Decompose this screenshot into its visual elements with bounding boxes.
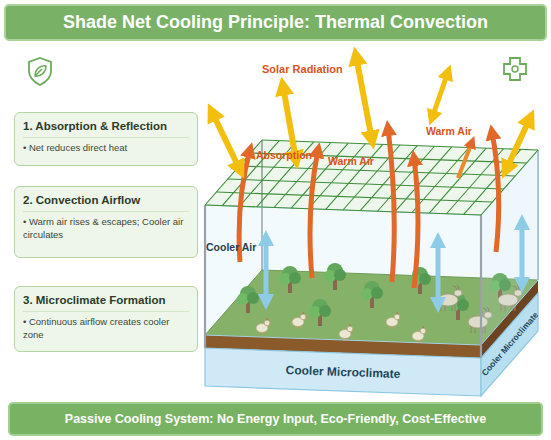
title-text: Shade Net Cooling Principle: Thermal Con… [63, 12, 488, 33]
support-post [204, 205, 206, 348]
caption-banner: Passive Cooling System: No Energy Input,… [8, 402, 543, 436]
warm-air-arrow [492, 132, 499, 252]
solar-ray-arrow [506, 118, 530, 170]
solar-ray-arrow [212, 112, 240, 170]
support-post [480, 215, 482, 358]
plus-icon-center [512, 66, 518, 72]
warm-air-arrow [414, 158, 418, 288]
warm-air-arrow [310, 150, 318, 278]
plus-icon [504, 58, 526, 80]
box-body: • Warm air rises & escapes; Cooler air c… [23, 216, 189, 241]
warm-air-arrow [458, 142, 472, 178]
box-heading: 3. Microclimate Formation [23, 293, 189, 312]
solar-ray-arrow [283, 86, 296, 160]
info-box: 1. Absorption & Reflection • Net reduces … [14, 112, 198, 166]
figure-label: Cooler Microclimate [285, 364, 400, 380]
box-body: • Net reduces direct heat [23, 142, 189, 154]
figure-label: Solar Radiation [262, 64, 343, 75]
solar-ray-arrow [432, 72, 448, 118]
box-body: • Continuous airflow creates cooler zone [23, 316, 189, 341]
shield-icon [29, 58, 51, 85]
figure-label: Absorption [256, 150, 312, 161]
warm-air-arrow [388, 128, 394, 282]
figure-label: Cooler Air [206, 242, 256, 253]
figure-label: Warm Air [426, 126, 472, 137]
leaf-icon [35, 66, 46, 76]
solar-ray-arrow [356, 56, 372, 140]
title-banner: Shade Net Cooling Principle: Thermal Con… [4, 4, 547, 41]
info-box: 3. Microclimate Formation • Continuous ai… [14, 286, 198, 352]
figure-label: Warm Air [328, 156, 374, 167]
cool-air-arrow [436, 240, 441, 305]
shade-net [205, 140, 538, 215]
cool-air-arrow [264, 238, 269, 302]
net-surface [205, 140, 538, 215]
net-mesh [205, 140, 538, 215]
net-mesh [205, 140, 538, 215]
info-box: 2. Convection Airflow • Warm air rises & … [14, 186, 198, 258]
side-wall [205, 205, 481, 345]
caption-text: Passive Cooling System: No Energy Input,… [65, 412, 486, 426]
box-heading: 2. Convection Airflow [23, 193, 189, 212]
cool-air-arrow [520, 222, 525, 285]
microclimate-band [205, 348, 481, 396]
box-heading: 1. Absorption & Reflection [23, 119, 189, 138]
